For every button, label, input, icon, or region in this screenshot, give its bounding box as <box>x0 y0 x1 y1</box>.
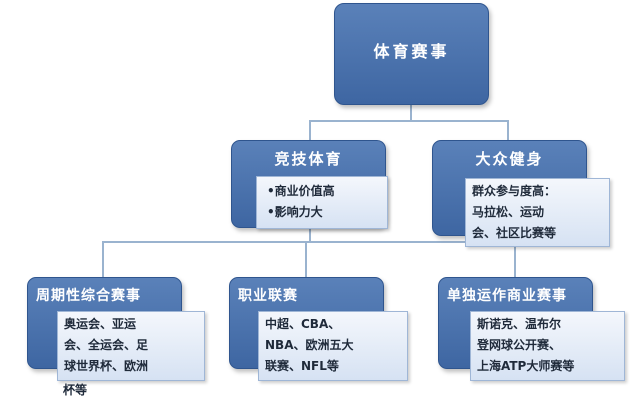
card-point: 奥运会、亚运 <box>64 317 137 331</box>
card-point: •影响力大 <box>267 205 323 219</box>
card-point: 会、社区比赛等 <box>472 226 557 240</box>
connector-level3-bar <box>102 241 516 243</box>
node-mass-fitness-label: 大众健身 <box>475 150 544 168</box>
node-competitive-sports-label: 竞技体育 <box>274 150 343 168</box>
card-point: NBA、欧洲五大 <box>265 338 354 352</box>
connector-competitive-down <box>309 224 311 242</box>
card-point: 马拉松、运动 <box>472 205 545 219</box>
connector-to-commercial <box>514 241 516 277</box>
card-point: 登网球公开赛、 <box>477 338 562 352</box>
card-point: •商业价值高 <box>267 184 335 198</box>
node-periodic-events-label: 周期性综合赛事 <box>36 288 141 304</box>
card-mass-fitness: 群众参与度高： 马拉松、运动 会、社区比赛等 <box>465 178 610 247</box>
card-point: 斯诺克、温布尔 <box>477 317 562 331</box>
card-point: 中超、CBA、 <box>265 317 341 331</box>
card-periodic-overflow-line: 杯等 <box>63 383 88 397</box>
node-commercial-events-label: 单独运作商业赛事 <box>447 288 567 304</box>
card-commercial-events: 斯诺克、温布尔 登网球公开赛、 上海ATP大师赛等 <box>470 311 625 381</box>
card-point: 联赛、NFL等 <box>265 359 339 373</box>
connector-to-fitness <box>507 120 509 142</box>
connector-to-periodic <box>102 241 104 277</box>
card-periodic-events: 奥运会、亚运 会、全运会、足 球世界杯、欧洲 <box>57 311 205 381</box>
card-competitive-sports: •商业价值高 •影响力大 <box>256 176 388 229</box>
root-node-label: 体育赛事 <box>373 42 450 61</box>
connector-root-down <box>410 104 412 121</box>
root-node: 体育赛事 <box>334 3 489 105</box>
connector-to-competitive <box>309 120 311 142</box>
card-point: 会、全运会、足 <box>64 338 149 352</box>
card-point: 群众参与度高： <box>472 184 557 198</box>
connector-to-league <box>305 241 307 277</box>
node-pro-league-label: 职业联赛 <box>238 288 298 304</box>
card-point: 上海ATP大师赛等 <box>477 359 575 373</box>
connector-level2-bar <box>309 120 509 122</box>
card-pro-league: 中超、CBA、 NBA、欧洲五大 联赛、NFL等 <box>258 311 408 381</box>
card-point: 球世界杯、欧洲 <box>64 359 149 373</box>
